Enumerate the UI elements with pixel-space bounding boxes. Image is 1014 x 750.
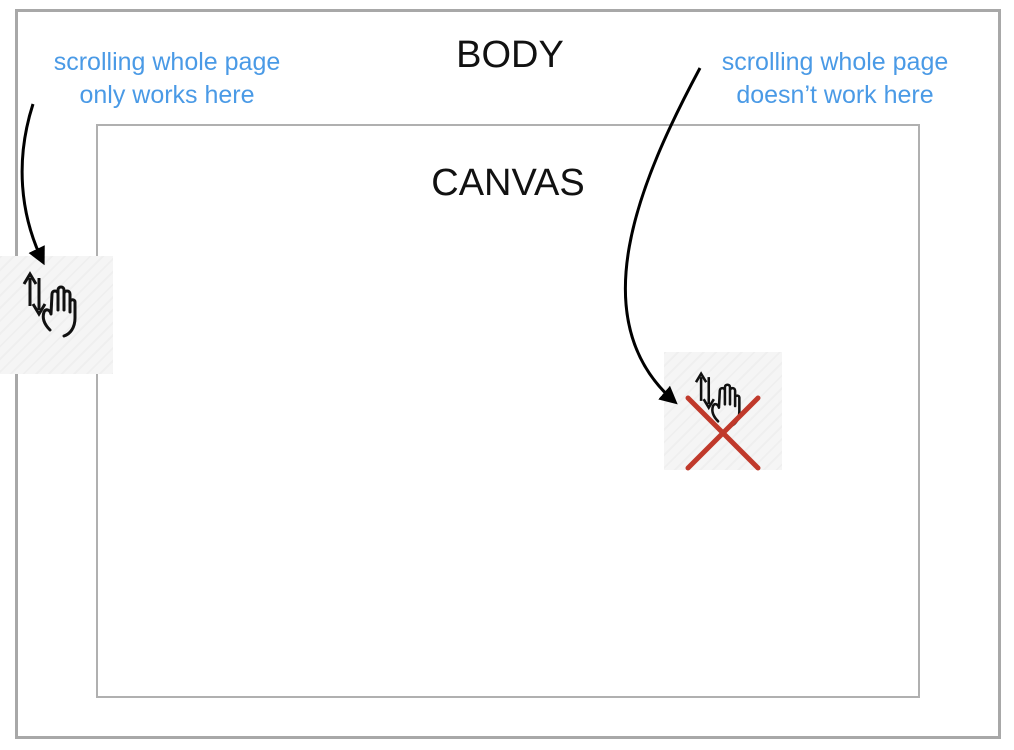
canvas-label: CANVAS	[431, 162, 585, 204]
body-label: BODY	[456, 34, 564, 76]
note-scroll-fails-line1: scrolling whole page	[721, 48, 949, 76]
arrow-to-body-gesture	[20, 103, 45, 266]
scroll-gesture-icon-disabled	[694, 372, 741, 428]
note-scroll-fails-line2: doesn’t work here	[736, 81, 934, 109]
note-scroll-works-line1: scrolling whole page	[53, 48, 281, 76]
note-scroll-fails: scrolling whole page doesn’t work here	[690, 46, 980, 112]
scroll-gesture-area-canvas	[664, 352, 782, 470]
body-frame	[15, 9, 1001, 739]
scroll-gesture-area-body	[0, 256, 113, 374]
arrow-to-canvas-gesture	[623, 67, 702, 405]
canvas-frame	[96, 124, 920, 698]
scroll-gesture-icon	[22, 272, 77, 338]
note-scroll-works: scrolling whole page only works here	[22, 46, 312, 112]
cross-icon	[685, 395, 761, 471]
note-scroll-works-line2: only works here	[79, 81, 255, 109]
